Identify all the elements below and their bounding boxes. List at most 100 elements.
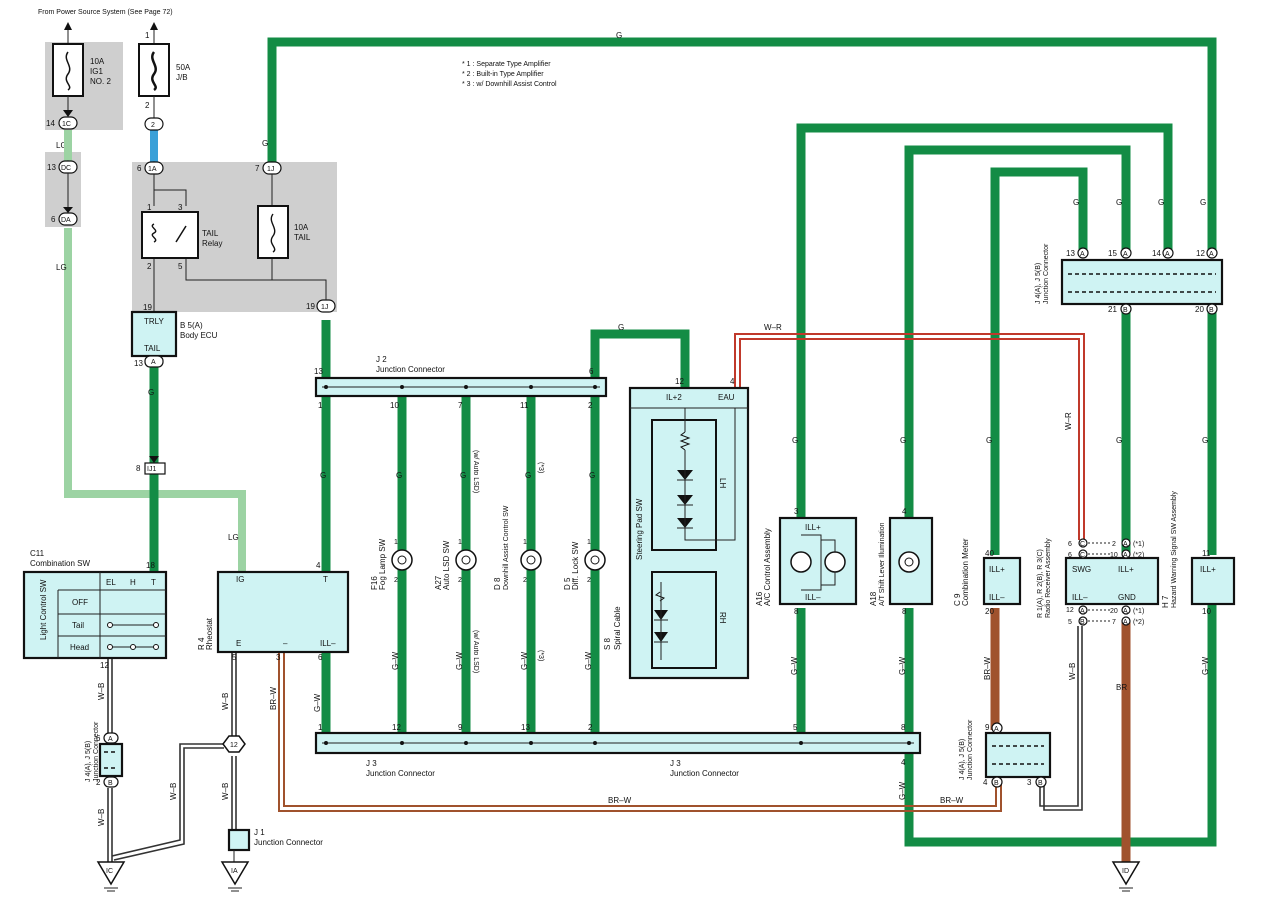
g-lbl-j2a: G: [320, 471, 326, 480]
connector-1j-top: 1J 7: [255, 161, 282, 175]
hazard-name: Hazard Warning Signal SW Assembly: [1171, 491, 1178, 608]
svg-text:1: 1: [458, 539, 462, 546]
fuse-tail-element-icon: [270, 213, 276, 253]
hazard-ilp: ILL+: [1200, 565, 1216, 574]
rheo-ig: IG: [236, 575, 244, 584]
wire-wb-9: [111, 743, 224, 857]
spiral-code: S 8: [603, 637, 612, 650]
rheo-e: E: [236, 639, 241, 648]
g-lbl-fog: G: [396, 471, 402, 480]
svg-text:4: 4: [983, 778, 988, 787]
svg-text:7: 7: [1112, 619, 1116, 626]
j4-top-junction: 13 A 15 A 14 A 12 A B 21 B 20 J 4(A), J …: [1035, 243, 1224, 315]
ground-id: ID: [1111, 861, 1141, 892]
ecu-trly: TRLY: [144, 317, 165, 326]
radio-gnd: GND: [1118, 593, 1136, 602]
wr-label-1: W–R: [764, 323, 782, 332]
comb-sw-code: C11: [30, 549, 45, 558]
fuse-jb-element-icon: [151, 51, 157, 92]
fuse-jb: [138, 43, 170, 97]
svg-text:15: 15: [1108, 249, 1117, 258]
gw-lbl-8: G–W: [898, 781, 907, 800]
svg-text:6: 6: [137, 164, 142, 173]
wb-label-4: W–B: [221, 783, 230, 800]
svg-text:12: 12: [230, 742, 238, 749]
switch-downhill-assist: 1 2 D 8 Downhill Assist Control SW: [493, 505, 542, 590]
svg-text:(*2): (*2): [1133, 552, 1144, 559]
svg-text:1J: 1J: [267, 166, 274, 173]
gw-lbl-3: G–W: [455, 651, 464, 670]
svg-text:1C: 1C: [62, 121, 71, 128]
rheo-pin-4: 4: [316, 561, 321, 570]
wb-label-1: W–B: [97, 683, 106, 700]
fuse-ig1: [52, 43, 84, 97]
j3-pin-12: 12: [392, 723, 401, 732]
ac-pin-3: 3: [794, 507, 799, 516]
svg-text:A27: A27: [434, 575, 443, 590]
svg-text:12: 12: [1066, 607, 1074, 614]
j2-pin-7: 7: [458, 401, 463, 410]
wire-brw-2: [278, 652, 1002, 812]
fuse-jb-l2: J/B: [176, 73, 188, 82]
rheo-t: T: [323, 575, 328, 584]
relay-pin-5: 5: [178, 262, 183, 271]
svg-text:Junction Connector: Junction Connector: [93, 721, 100, 782]
meter-code: C 9: [953, 593, 962, 606]
fuse-jb-l1: 50A: [176, 63, 191, 72]
connector-dc: DC 13 DA 6: [47, 160, 78, 226]
svg-text:A: A: [994, 726, 999, 733]
svg-text:B: B: [108, 780, 113, 787]
relay-coil-icon: [151, 223, 157, 243]
svg-text:D 8: D 8: [493, 577, 502, 590]
j3-pin-4: 4: [901, 758, 906, 767]
svg-text:7: 7: [255, 164, 260, 173]
svg-text:20: 20: [1195, 305, 1204, 314]
g-lbl-radio: G: [1116, 436, 1122, 445]
ground-splice-12: 12: [222, 735, 246, 753]
j3-pin-2: 2: [588, 723, 593, 732]
svg-text:A: A: [1165, 251, 1170, 258]
power-source-label: From Power Source System (See Page 72): [38, 9, 173, 16]
j3-name-left: Junction Connector: [366, 769, 435, 778]
g-lbl-dac: G: [525, 471, 531, 480]
j3-pin-5: 5: [793, 723, 798, 732]
jb-pin-top: 1: [145, 31, 150, 40]
ac-ilp: ILL+: [805, 523, 821, 532]
rheostat: [216, 570, 350, 654]
brw-label-2: BR–W: [940, 796, 964, 805]
star3-note-bot: (*3): [537, 650, 544, 661]
wb-label-5: W–B: [169, 783, 178, 800]
meter-ilm: ILL–: [989, 593, 1005, 602]
svg-text:A: A: [1123, 541, 1128, 548]
wire-wb-11: [1039, 626, 1079, 807]
svg-text:6: 6: [51, 215, 56, 224]
lg-label-2: LG: [228, 533, 239, 542]
j3-code-right: J 3: [670, 759, 681, 768]
gw-lbl-1: G–W: [313, 693, 322, 712]
at-pin-4: 4: [902, 507, 907, 516]
body-ecu: [130, 310, 178, 358]
comb-sw-pin-top: 18: [146, 561, 155, 570]
ac-code: A16: [755, 591, 764, 606]
jb-arrow-icon: [150, 22, 158, 30]
svg-text:C: C: [1080, 552, 1085, 559]
ac-pin-8: 8: [794, 607, 799, 616]
svg-text:IC: IC: [106, 868, 113, 875]
meter-pin-20: 20: [985, 607, 994, 616]
svg-text:1: 1: [587, 539, 591, 546]
svg-text:2: 2: [587, 577, 591, 584]
svg-text:(*2): (*2): [1133, 619, 1144, 626]
ecu-code: B 5(A): [180, 321, 203, 330]
note-3: * 3 : w/ Downhill Assist Control: [462, 81, 557, 88]
rheo-pin-5: 5: [232, 653, 237, 662]
j3-code-left: J 3: [366, 759, 377, 768]
resistor-icon: [679, 431, 691, 451]
j4-left-junction: A 6 B 2 J 4(A), J 5(B) Junction Connecto…: [85, 721, 124, 788]
j2-pin-2: 2: [588, 401, 593, 410]
comb-row-head: Head: [70, 643, 89, 652]
svg-text:6: 6: [1068, 541, 1072, 548]
radio-ilm: ILL–: [1072, 593, 1088, 602]
svg-text:2: 2: [523, 577, 527, 584]
ac-ilm: ILL–: [805, 593, 821, 602]
wire-gw-bottom: [904, 605, 1217, 847]
